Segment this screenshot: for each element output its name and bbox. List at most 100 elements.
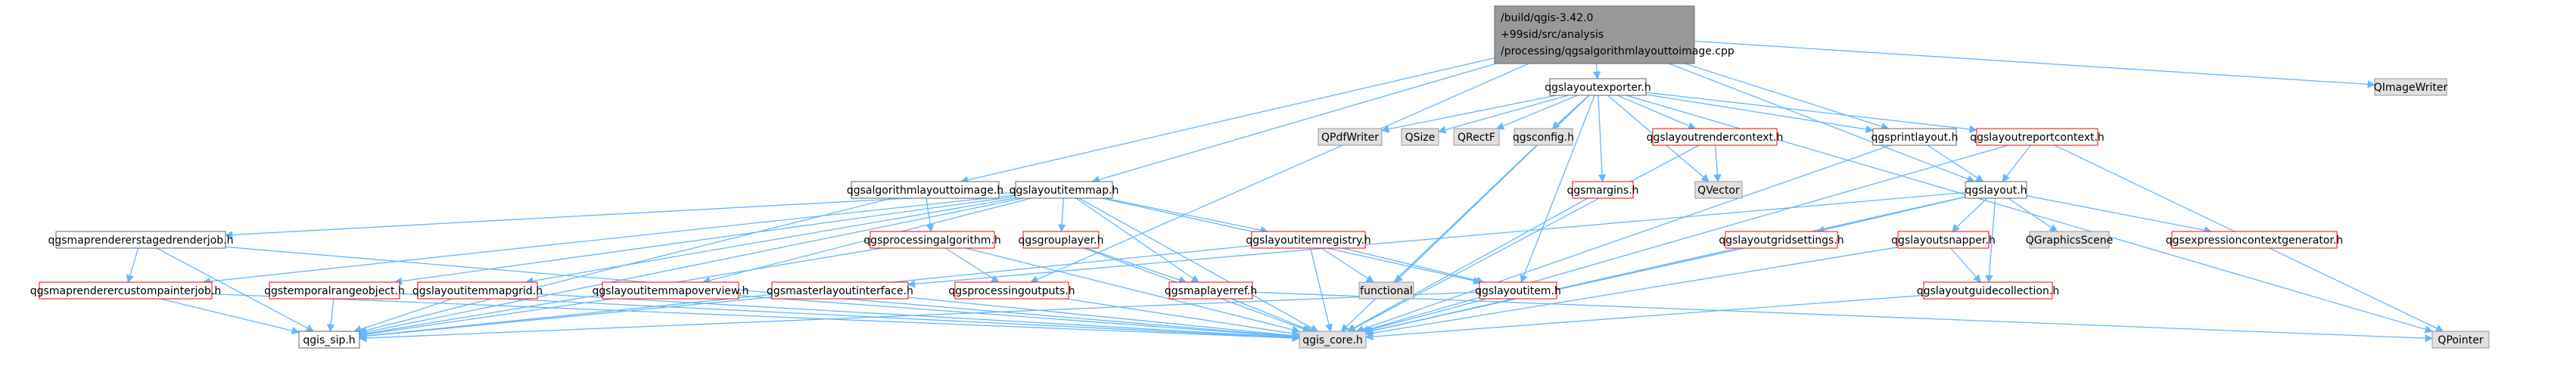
edge-qgsgrouplayer-to-qgsmaplayerref: [1085, 247, 1187, 284]
node-label: qgsgrouplayer.h: [1019, 234, 1104, 247]
node-box: [1872, 128, 1957, 146]
edge-qgslayout-to-qgraphicsscene: [2008, 197, 2058, 232]
node-qgsmargins[interactable]: qgsmargins.h: [1566, 181, 1639, 199]
edge-line: [1030, 63, 1529, 283]
edge-root-to-qimagewriter: [1694, 40, 2376, 89]
node-box: [1694, 181, 1743, 199]
edge-line: [1617, 95, 1697, 130]
node-label: qgslayoutreportcontext.h: [1970, 132, 2105, 144]
node-qgsprocessingoutputs[interactable]: qgsprocessingoutputs.h: [948, 281, 1075, 300]
node-box: [1168, 281, 1253, 300]
node-qgslayoutsnapper[interactable]: qgslayoutsnapper.h: [1891, 231, 1996, 249]
edge-line: [965, 247, 1301, 334]
node-qgsexpressioncontextgenerator[interactable]: qgsexpressioncontextgenerator.h: [2166, 231, 2344, 249]
node-label: qgslayoutgridsettings.h: [1719, 234, 1843, 247]
edge-qgsprocessingalgorithm-to-qgis_core: [965, 247, 1301, 334]
node-qsize[interactable]: QSize: [1401, 128, 1439, 146]
node-qgsmasterlayoutinterface[interactable]: qgsmasterlayoutinterface.h: [767, 281, 913, 300]
edge-qgslayoutitem-to-qgis_core: [1363, 298, 1487, 334]
node-qgsgrouplayer[interactable]: qgsgrouplayer.h: [1019, 231, 1104, 249]
node-box: [1652, 128, 1778, 146]
node-qgsmaprenderercustompainterjob[interactable]: qgsmaprenderercustompainterjob.h: [30, 281, 221, 300]
node-qgslayoutitemmap[interactable]: qgslayoutitemmap.h: [1010, 181, 1119, 199]
node-box: [851, 181, 1000, 199]
node-qgslayoutreportcontext[interactable]: qgslayoutreportcontext.h: [1970, 128, 2105, 146]
node-root[interactable]: /build/qgis-3.42.0+99sid/src/analysis/pr…: [1494, 5, 1734, 64]
edge-line: [1593, 63, 1601, 80]
edge-qgsmaplayerref-to-qpointer: [1252, 291, 2434, 343]
node-qgsalgorithmlayouttoimage[interactable]: qgsalgorithmlayouttoimage.h: [847, 181, 1003, 199]
node-qgstemporalrangeobject[interactable]: qgstemporalrangeobject.h: [264, 281, 405, 300]
node-label: qgstemporalrangeobject.h: [264, 285, 405, 297]
edge-line: [1364, 294, 1924, 341]
edge-qgslayoutrendercontext-to-qgis_core: [1347, 144, 1700, 332]
node-label: QVector: [1697, 185, 1740, 197]
edge-qgslayoutreportcontext-to-qgslayout: [2002, 144, 2031, 182]
node-qgslayoutrendercontext[interactable]: qgslayoutrendercontext.h: [1647, 128, 1784, 146]
node-qgslayoutitem[interactable]: qgslayoutitem.h: [1475, 281, 1561, 300]
node-label: qgsprocessingalgorithm.h: [863, 234, 1000, 247]
node-qgslayoutguidecollection[interactable]: qgslayoutguidecollection.h: [1917, 281, 2059, 300]
node-qimagewriter[interactable]: QImageWriter: [2374, 78, 2448, 96]
node-box: [298, 331, 360, 349]
node-qgslayoutitemmapoverview[interactable]: qgslayoutitemmapoverview.h: [593, 281, 749, 300]
edge-line: [1520, 95, 1595, 283]
node-qgis_core[interactable]: qgis_core.h: [1299, 331, 1367, 349]
node-box: [55, 231, 226, 249]
edge-line: [1950, 247, 1981, 283]
node-box: [39, 281, 213, 300]
node-qgslayoutitemmapgrid[interactable]: qgslayoutitemmapgrid.h: [412, 281, 543, 300]
node-box: [1358, 281, 1414, 300]
edge-line: [960, 57, 1495, 184]
edge-line: [399, 293, 1301, 342]
node-box: [1923, 281, 2053, 300]
edge-qgslayoutitem-to-qgis_sip: [358, 291, 1480, 343]
node-qgis_sip[interactable]: qgis_sip.h: [298, 331, 360, 349]
node-qgsprocessingalgorithm[interactable]: qgsprocessingalgorithm.h: [863, 231, 1001, 249]
edge-qgsmaprendererstagedrenderjob-to-qgis_sip: [156, 247, 315, 332]
node-qpdfwriter[interactable]: QPdfWriter: [1318, 128, 1383, 146]
node-qgsprintlayout[interactable]: qgsprintlayout.h: [1871, 128, 1958, 146]
edge-line: [702, 197, 1032, 284]
node-qvector[interactable]: QVector: [1694, 181, 1743, 199]
edge-line: [1075, 197, 1199, 283]
node-qgsmaplayerref[interactable]: qgsmaplayerref.h: [1165, 281, 1257, 300]
edge-qgslayoutsnapper-to-qgis_core: [1364, 247, 1899, 337]
node-qgsconfig[interactable]: qgsconfig.h: [1513, 128, 1574, 146]
node-label: qgslayoutsnapper.h: [1891, 234, 1996, 247]
edge-line: [907, 191, 1966, 288]
node-qgslayoutitemregistry[interactable]: qgslayoutitemregistry.h: [1246, 231, 1371, 249]
edge-qgstemporalrangeobject-to-qgis_core: [399, 293, 1301, 342]
node-label: qgsalgorithmlayouttoimage.h: [847, 185, 1003, 197]
edge-root-to-qgslayoutexporter: [1593, 63, 1601, 80]
node-functional[interactable]: functional: [1358, 281, 1414, 300]
node-label: qgsmaplayerref.h: [1165, 285, 1257, 297]
node-label: qgsmaprenderercustompainterjob.h: [30, 285, 221, 297]
node-box: [2431, 331, 2490, 349]
edge-line: [1495, 95, 1579, 130]
edge-line: [1951, 197, 1988, 232]
node-qgslayoutgridsettings[interactable]: qgslayoutgridsettings.h: [1719, 231, 1844, 249]
edge-line: [525, 197, 1016, 285]
edge-line: [211, 293, 1301, 343]
edge-qgslayoutitemregistry-to-qgslayoutitem: [1342, 247, 1485, 284]
edge-qgslayoutguidecollection-to-qgis_core: [1364, 294, 1924, 341]
edge-qgslayoutsnapper-to-qgslayoutguidecollection: [1950, 247, 1981, 283]
node-qpointer[interactable]: QPointer: [2431, 331, 2490, 349]
node-qgraphicsscene[interactable]: QGraphicsScene: [2026, 231, 2114, 249]
edge-qgsprocessingalgorithm-to-qgsprocessingoutputs: [944, 247, 1000, 283]
node-label: functional: [1360, 285, 1413, 297]
node-box: [1549, 78, 1647, 96]
edge-qgslayoutitemmap-to-qgsmaprendererstagedrenderjob: [224, 191, 1016, 239]
edge-qgslayoutitemmap-to-qgslayoutitemmapoverview: [702, 197, 1032, 284]
node-qgslayout[interactable]: qgslayout.h: [1965, 181, 2027, 199]
edge-root-to-qgsalgorithmlayouttoimage: [960, 57, 1495, 184]
node-qgsmaprendererstagedrenderjob[interactable]: qgsmaprendererstagedrenderjob.h: [48, 231, 234, 249]
edge-qgsmargins-to-qgis_core: [1346, 197, 1588, 332]
node-qgslayoutexporter[interactable]: qgslayoutexporter.h: [1545, 78, 1651, 96]
edge-qgsprocessingoutputs-to-qgis_core: [1066, 298, 1301, 338]
edge-line: [1058, 197, 1066, 233]
edge-line: [738, 295, 1301, 341]
node-label: QPointer: [2438, 334, 2483, 346]
node-qrectf[interactable]: QRectF: [1453, 128, 1500, 146]
